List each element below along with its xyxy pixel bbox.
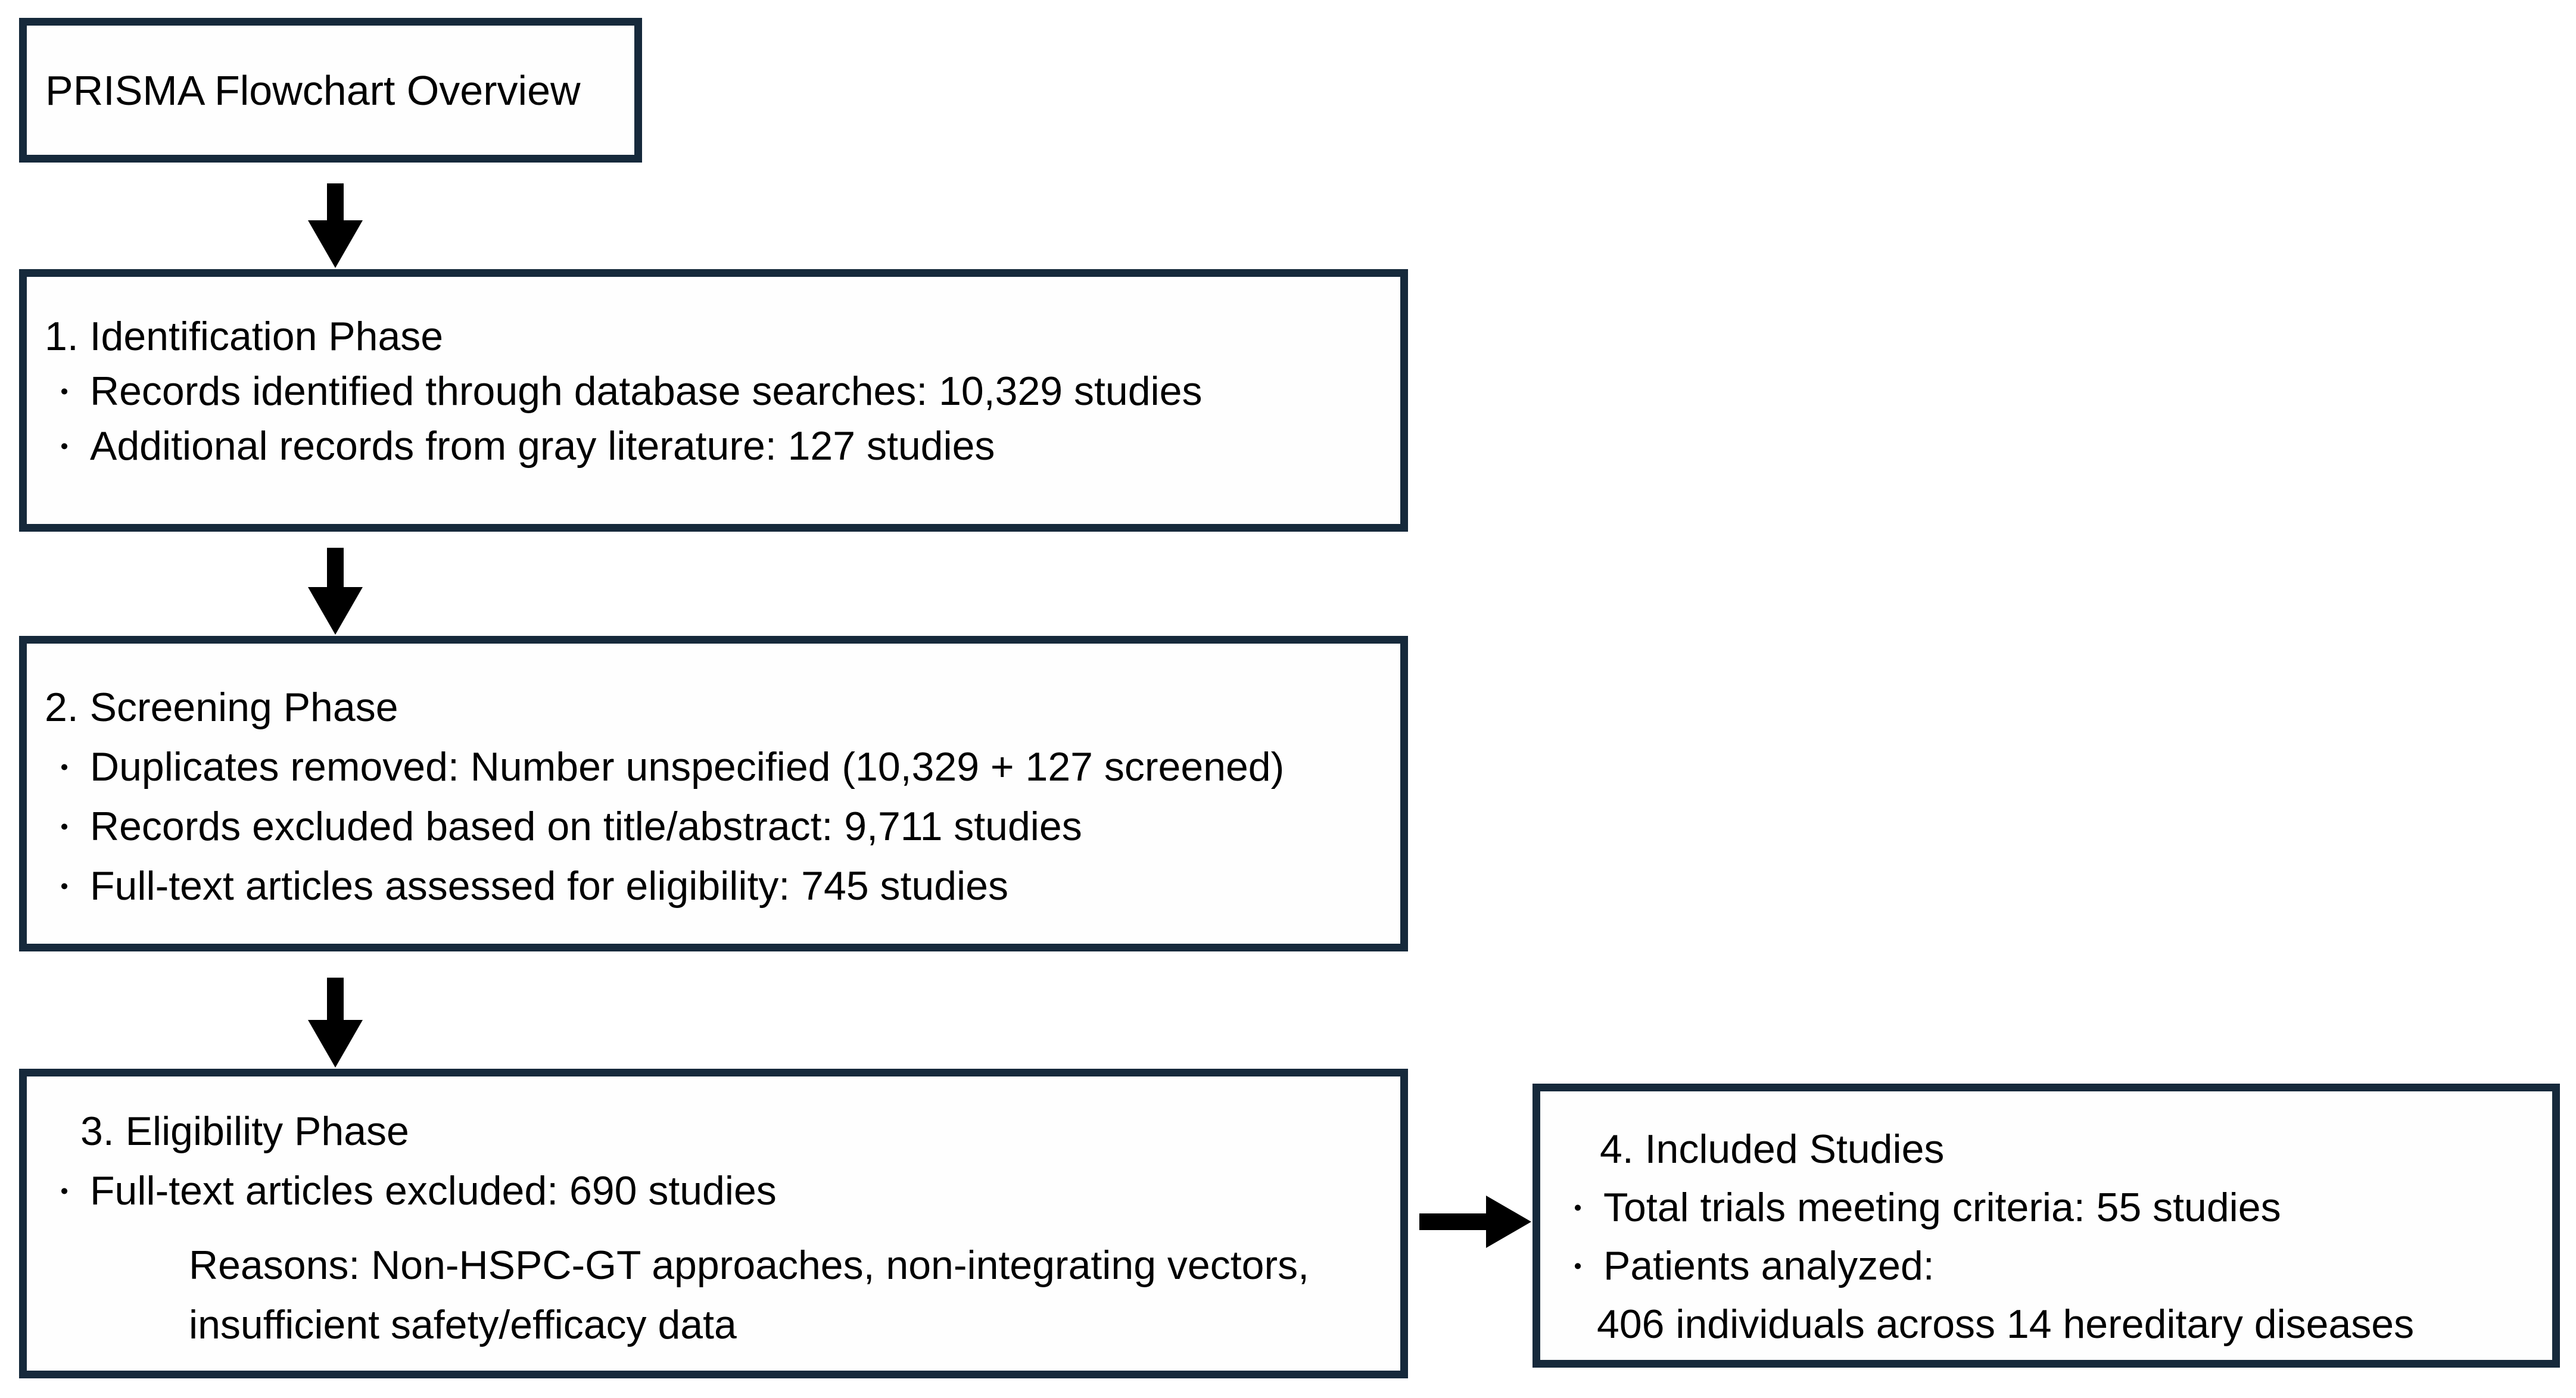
bullet-dot-icon <box>49 1178 79 1204</box>
bullet-item: Records identified through database sear… <box>27 364 1400 419</box>
eligibility-phase-title: 3. Eligibility Phase <box>80 1109 409 1154</box>
flowchart-title: PRISMA Flowchart Overview <box>45 67 581 114</box>
down-arrow-icon <box>308 548 363 635</box>
bullet-item: Full-text articles assessed for eligibil… <box>27 856 1400 916</box>
arrow-shaft <box>327 548 344 587</box>
bullet-item: Duplicates removed: Number unspecified (… <box>27 737 1400 797</box>
bullet-text: Full-text articles assessed for eligibil… <box>90 863 1008 909</box>
bullet-dot-icon <box>49 754 79 780</box>
arrow-shaft <box>327 183 344 220</box>
screening-phase-title: 2. Screening Phase <box>45 685 398 730</box>
bullet-dot-icon <box>1563 1253 1593 1279</box>
down-arrow-icon <box>308 978 363 1068</box>
arrow-shaft <box>327 978 344 1020</box>
arrow-head <box>308 587 363 635</box>
bullet-item: Records excluded based on title/abstract… <box>27 797 1400 856</box>
bullet-item: Full-text articles excluded: 690 studies <box>27 1161 1400 1221</box>
eligibility-phase-box: 3. Eligibility Phase Full-text articles … <box>19 1069 1408 1378</box>
continuation-line: Reasons: Non-HSPC-GT approaches, non-int… <box>189 1243 1309 1288</box>
bullet-text: Duplicates removed: Number unspecified (… <box>90 744 1285 790</box>
overview-title-box: PRISMA Flowchart Overview <box>19 18 642 163</box>
included-studies-title: 4. Included Studies <box>1600 1126 1945 1172</box>
right-arrow-icon <box>1419 1196 1531 1248</box>
arrow-head <box>1486 1196 1531 1248</box>
bullet-text: Records excluded based on title/abstract… <box>90 804 1082 849</box>
down-arrow-icon <box>308 183 363 268</box>
arrow-shaft <box>1419 1213 1486 1230</box>
bullet-dot-icon <box>49 433 79 459</box>
included-studies-box: 4. Included Studies Total trials meeting… <box>1532 1084 2560 1368</box>
bullet-text: Full-text articles excluded: 690 studies <box>90 1168 777 1213</box>
identification-phase-title: 1. Identification Phase <box>45 314 444 359</box>
bullet-item: Additional records from gray literature:… <box>27 419 1400 473</box>
bullet-text: Additional records from gray literature:… <box>90 423 995 469</box>
identification-phase-box: 1. Identification Phase Records identifi… <box>19 269 1408 532</box>
continuation-line: insufficient safety/efficacy data <box>189 1302 737 1347</box>
bullet-dot-icon <box>1563 1195 1593 1221</box>
bullet-text: Records identified through database sear… <box>90 369 1203 414</box>
arrow-head <box>308 1020 363 1068</box>
bullet-text: Total trials meeting criteria: 55 studie… <box>1603 1185 2281 1230</box>
bullet-dot-icon <box>49 873 79 899</box>
arrow-head <box>308 220 363 268</box>
bullet-dot-icon <box>49 379 79 404</box>
bullet-text: Patients analyzed: <box>1603 1243 1935 1288</box>
bullet-dot-icon <box>49 814 79 840</box>
screening-phase-box: 2. Screening Phase Duplicates removed: N… <box>19 636 1408 951</box>
continuation-line: 406 individuals across 14 hereditary dis… <box>1597 1302 2415 1347</box>
bullet-item: Patients analyzed: <box>1540 1237 2552 1295</box>
bullet-item: Total trials meeting criteria: 55 studie… <box>1540 1178 2552 1237</box>
